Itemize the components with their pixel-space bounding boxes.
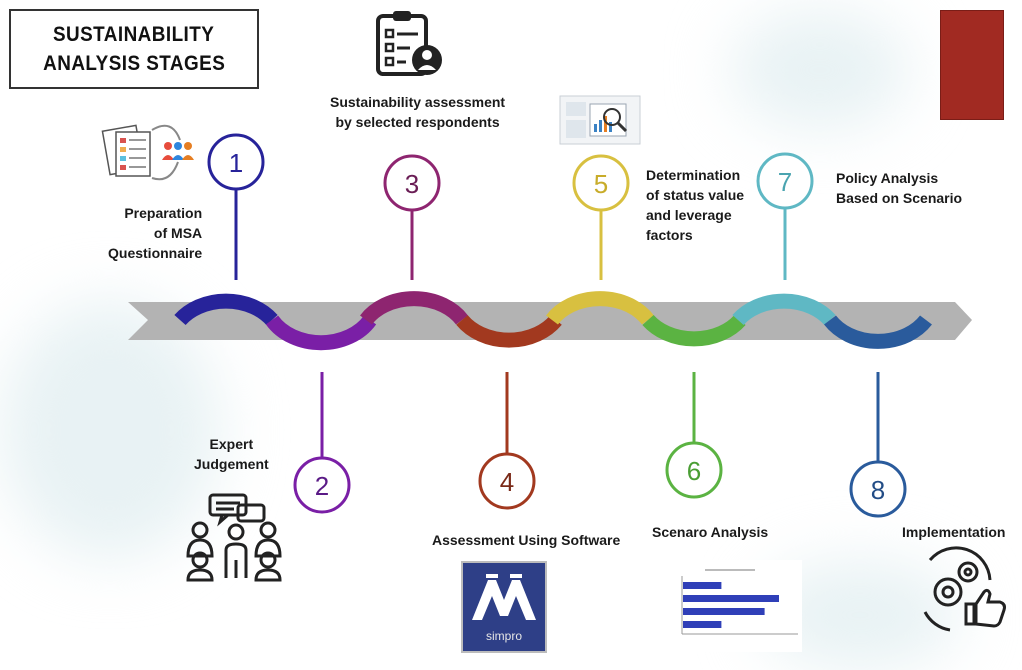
stage-5-label-line-1: Determination: [646, 167, 741, 183]
gears-thumbs-up-icon: [923, 546, 1006, 632]
scenario-bar: [683, 621, 722, 628]
stage-1-arc: [174, 293, 278, 326]
stage-5-label-line-3: and leverage: [646, 207, 732, 223]
stage-5-circle: [572, 154, 630, 212]
stage-2-number: 2: [315, 471, 329, 501]
title-line-1: SUSTAINABILITY: [53, 23, 215, 46]
stage-1-label-line-1: Preparation: [124, 205, 203, 221]
stage-4-label-line-1: Assessment Using Software: [432, 532, 621, 548]
stage-7-label-line-2: Based on Scenario: [836, 190, 963, 206]
stage-5-label-line-4: factors: [646, 227, 693, 243]
stage-8-circle: [849, 460, 907, 518]
stage-3-label-line-1: Sustainability assessment: [330, 94, 506, 110]
stage-3-label-line-2: by selected respondents: [335, 114, 500, 130]
stage-8-label: Implementation: [902, 522, 1005, 542]
stage-3-arc: [360, 291, 468, 325]
stage-8-number: 8: [871, 475, 885, 505]
stage-1-label-line-2: of MSA: [153, 225, 203, 241]
stage-2-arc: [265, 315, 377, 351]
stage-6-number: 6: [687, 456, 701, 486]
bar-chart-icon: [660, 560, 802, 652]
stage-8-arc: [824, 315, 932, 349]
expert-meeting-icon: [186, 493, 282, 582]
stage-3-label: Sustainability assessment by selected re…: [330, 92, 505, 132]
scenario-bar: [683, 595, 779, 602]
stage-2-circle: [293, 456, 351, 514]
title-line-2: ANALYSIS STAGES: [42, 52, 226, 75]
stage-4-arc: [456, 314, 562, 348]
scenario-bar: [683, 608, 765, 615]
stage-2-label: Expert Judgement: [194, 434, 269, 474]
stage-7-number: 7: [778, 167, 792, 197]
stage-6-label: Scenaro Analysis: [652, 522, 768, 542]
stage-5-number: 5: [594, 169, 608, 199]
stage-4-circle: [478, 452, 536, 510]
stage-5-label-line-2: of status value: [646, 187, 745, 203]
stage-1-number: 1: [229, 148, 243, 178]
stage-5-label: Determination of status value and levera…: [646, 165, 744, 245]
stage-1-label-line-3: Questionnaire: [108, 245, 203, 261]
stage-4-number: 4: [500, 467, 514, 497]
stage-1-circle: [207, 133, 265, 191]
stage-3-number: 3: [405, 169, 419, 199]
stage-8-label-line-1: Implementation: [902, 524, 1006, 540]
stage-6-circle: [665, 441, 723, 499]
software-logo-text: simpro: [486, 629, 522, 643]
stage-2-label-line-1: Expert: [209, 436, 254, 452]
dashboard-screen-icon: [559, 95, 641, 145]
title-box: SUSTAINABILITY ANALYSIS STAGES: [9, 9, 259, 89]
stage-6-label-line-1: Scenaro Analysis: [652, 524, 769, 540]
stage-4-label: Assessment Using Software: [432, 530, 620, 550]
stage-7-arc: [732, 293, 836, 326]
stage-3-circle: [383, 154, 441, 212]
accent-square: [940, 10, 1004, 120]
scenario-bar: [683, 582, 722, 589]
stage-7-label-line-1: Policy Analysis: [836, 170, 939, 186]
stage-7-circle: [756, 152, 814, 210]
assessment-clipboard-icon: [376, 11, 442, 76]
stage-7-label: Policy Analysis Based on Scenario: [836, 168, 962, 208]
stage-6-arc: [642, 314, 746, 347]
software-logo-icon: simpro: [461, 561, 547, 653]
stage-2-label-line-2: Judgement: [194, 456, 269, 472]
stage-5-arc: [546, 291, 654, 325]
stage-1-label: Preparation of MSA Questionnaire: [108, 203, 202, 263]
questionnaire-documents-icon: [101, 124, 194, 181]
